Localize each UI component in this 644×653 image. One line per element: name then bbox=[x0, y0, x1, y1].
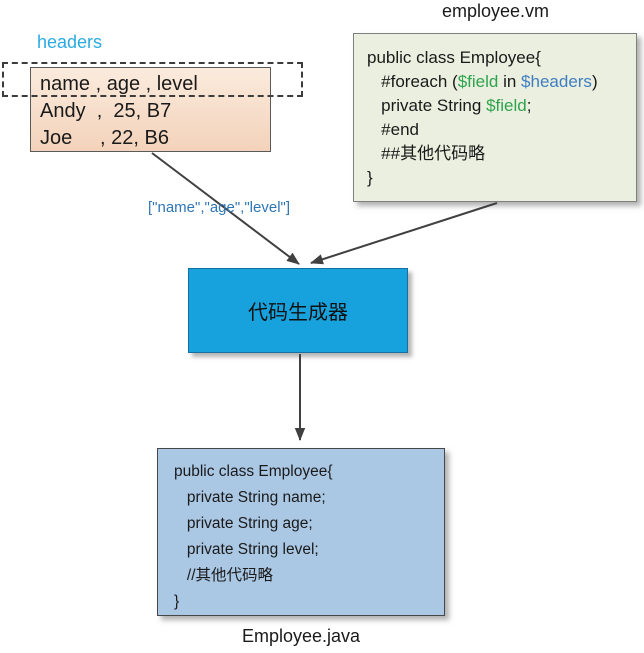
csv-data-box: name , age , level Andy , 25, B7 Joe , 2… bbox=[30, 67, 271, 152]
vm-foreach-suffix: ) bbox=[591, 72, 598, 91]
arrow-vm-to-generator bbox=[310, 202, 498, 265]
vm-line-private: private String $field; bbox=[367, 94, 636, 118]
csv-header-row: name , age , level bbox=[40, 73, 198, 95]
java-line-age: private String age; bbox=[174, 515, 313, 532]
headers-label: headers bbox=[37, 32, 103, 52]
vm-token-field: $field bbox=[457, 72, 499, 91]
headers-array-label: ["name","age","level"] bbox=[148, 199, 291, 216]
vm-private-suffix: ; bbox=[526, 96, 532, 115]
csv-row-joe: Joe , 22, B6 bbox=[40, 127, 169, 149]
code-generator-box: 代码生成器 bbox=[188, 268, 408, 353]
vm-private-prefix: private String bbox=[367, 96, 487, 115]
java-output-box: public class Employee{ private String na… bbox=[157, 448, 445, 616]
vm-line-foreach: #foreach ($field in $headers) bbox=[367, 70, 636, 94]
java-line-class: public class Employee{ bbox=[174, 463, 333, 480]
vm-foreach-prefix: #foreach ( bbox=[367, 72, 458, 91]
vm-template-box: public class Employee{ #foreach ($field … bbox=[353, 33, 637, 202]
java-file-title: Employee.java bbox=[241, 626, 361, 646]
vm-token-headers: $headers bbox=[521, 72, 592, 91]
vm-token-field2: $field bbox=[486, 96, 527, 115]
java-line-level: private String level; bbox=[174, 541, 319, 558]
vm-line-comment: ##其他代码略 bbox=[367, 144, 486, 163]
java-line-closebrace: } bbox=[174, 593, 180, 610]
vm-file-title: employee.vm bbox=[441, 1, 550, 21]
csv-row-andy: Andy , 25, B7 bbox=[40, 100, 172, 122]
vm-foreach-in: in bbox=[498, 72, 522, 91]
vm-line-end: #end bbox=[367, 120, 419, 139]
java-line-name: private String name; bbox=[174, 489, 326, 506]
headers-dashed-highlight bbox=[2, 62, 303, 97]
vm-line-class: public class Employee{ bbox=[367, 48, 541, 67]
code-generator-label: 代码生成器 bbox=[248, 302, 348, 324]
vm-line-closebrace: } bbox=[367, 168, 373, 187]
java-line-comment: //其他代码略 bbox=[174, 567, 274, 584]
